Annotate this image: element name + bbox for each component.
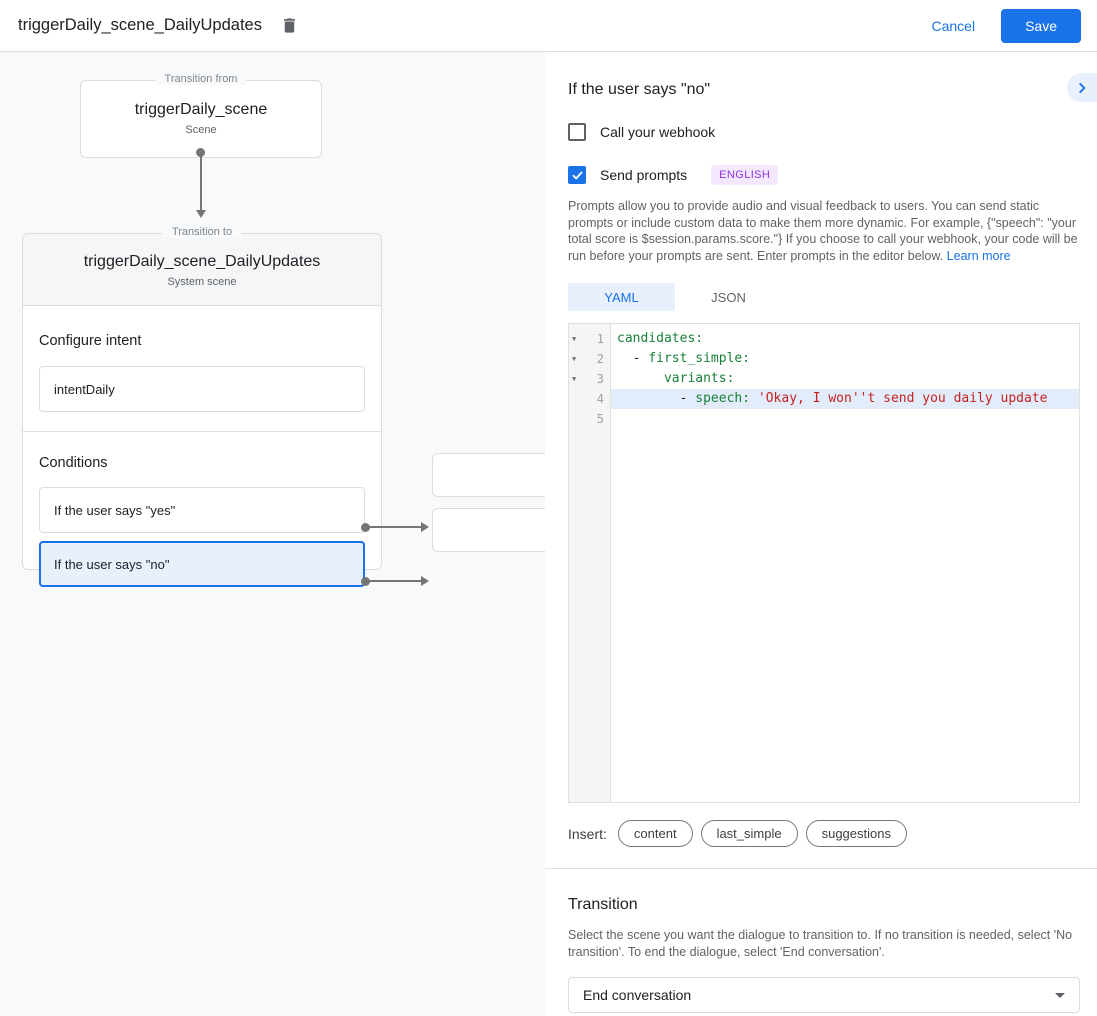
save-button[interactable]: Save <box>1001 8 1081 43</box>
transition-to-legend: Transition to <box>162 226 242 238</box>
call-webhook-checkbox[interactable] <box>568 123 586 141</box>
panel-title: If the user says "no" <box>568 81 711 98</box>
learn-more-link[interactable]: Learn more <box>946 248 1011 263</box>
language-badge: ENGLISH <box>711 165 779 185</box>
transition-from-card[interactable]: Transition from triggerDaily_scene Scene <box>80 73 322 158</box>
condition-yes-connector-line <box>366 526 422 528</box>
panel-section-divider <box>545 868 1097 869</box>
cancel-button[interactable]: Cancel <box>931 17 976 34</box>
gutter-line: 5 <box>569 409 610 429</box>
insert-chip-suggestions[interactable]: suggestions <box>805 820 907 847</box>
conditions-label: Conditions <box>39 455 108 471</box>
fold-toggle-icon[interactable]: ▼ <box>572 335 577 343</box>
collapse-panel-button[interactable] <box>1067 73 1097 102</box>
chevron-right-icon <box>1079 82 1086 93</box>
editor-line[interactable]: - first_simple: <box>617 351 751 366</box>
from-scene-type: Scene <box>185 124 217 136</box>
send-prompts-label: Send prompts <box>600 167 688 183</box>
transition-select[interactable]: End conversation <box>568 977 1080 1013</box>
conditions-list: If the user says "yes" If the user says "… <box>39 487 365 587</box>
editor-code-area[interactable]: candidates: - first_simple: variants: - … <box>611 324 1079 802</box>
editor-line[interactable]: - speech: 'Okay, I won''t send you daily… <box>611 389 1079 409</box>
to-scene-type: System scene <box>167 276 237 288</box>
to-scene-name: triggerDaily_scene_DailyUpdates <box>83 253 321 270</box>
prompts-description-text: Prompts allow you to provide audio and v… <box>568 199 1078 263</box>
delete-scene-button[interactable] <box>278 14 302 38</box>
condition-item[interactable]: If the user says "no" <box>39 541 365 587</box>
prompts-description: Prompts allow you to provide audio and v… <box>568 198 1080 264</box>
webhook-row: Call your webhook <box>568 123 1080 141</box>
tab-json[interactable]: JSON <box>675 283 782 311</box>
conditions-section: Conditions If the user says "yes"If the … <box>23 455 381 587</box>
transition-selected-value: End conversation <box>583 987 692 1003</box>
transition-from-legend: Transition from <box>155 73 247 85</box>
topbar: triggerDaily_scene_DailyUpdates Cancel S… <box>0 0 1097 52</box>
to-card-header: triggerDaily_scene_DailyUpdates System s… <box>23 234 381 306</box>
trash-icon <box>284 18 296 33</box>
tab-yaml[interactable]: YAML <box>568 283 675 311</box>
gutter-line: ▼3 <box>569 369 610 389</box>
condition-item[interactable]: If the user says "yes" <box>39 487 365 533</box>
from-scene-name: triggerDaily_scene <box>134 101 268 118</box>
condition-yes-connector-dot <box>361 523 370 532</box>
line-number: 5 <box>596 412 604 426</box>
editor-line[interactable]: variants: <box>663 371 735 386</box>
line-number: 4 <box>596 392 604 406</box>
configure-intent-label: Configure intent <box>39 333 142 349</box>
send-prompts-row: Send prompts ENGLISH <box>568 165 1080 185</box>
intent-item[interactable]: intentDaily <box>39 366 365 412</box>
gutter-line: 4 <box>569 389 610 409</box>
checkmark-icon <box>572 171 582 179</box>
condition-no-connector-dot <box>361 577 370 586</box>
condition-yes-arrowhead <box>421 522 429 532</box>
editor-line[interactable] <box>611 409 1079 429</box>
flow-canvas: Transition from triggerDaily_scene Scene… <box>0 52 545 1016</box>
page-title: triggerDaily_scene_DailyUpdates <box>18 16 262 34</box>
line-number: 3 <box>596 372 604 386</box>
insert-chips: content last_simple suggestions <box>617 820 915 847</box>
target-scene-node[interactable] <box>432 453 545 497</box>
line-number: 1 <box>596 332 604 346</box>
topbar-left: triggerDaily_scene_DailyUpdates <box>18 14 302 38</box>
topbar-actions: Cancel Save <box>931 8 1081 43</box>
condition-detail-panel: If the user says "no" Call your webhook … <box>545 52 1097 1016</box>
send-prompts-checkbox[interactable] <box>568 166 586 184</box>
insert-chip-last_simple[interactable]: last_simple <box>700 820 798 847</box>
transition-description: Select the scene you want the dialogue t… <box>568 928 1073 959</box>
fold-toggle-icon[interactable]: ▼ <box>572 375 577 383</box>
transition-section-title: Transition <box>568 896 638 913</box>
call-webhook-label: Call your webhook <box>600 124 716 140</box>
intent-section: Configure intent intentDaily <box>23 333 381 412</box>
condition-no-arrowhead <box>421 576 429 586</box>
gutter-line: ▼1 <box>569 329 610 349</box>
editor-line[interactable]: candidates: <box>617 331 704 346</box>
transition-to-card: Transition to triggerDaily_scene_DailyUp… <box>22 226 382 587</box>
insert-row: Insert: content last_simple suggestions <box>568 820 1080 847</box>
line-number: 2 <box>596 352 604 366</box>
gutter-line: ▼2 <box>569 349 610 369</box>
connector-arrowhead-down <box>196 210 206 218</box>
connector-line-vertical <box>200 152 202 212</box>
target-scene-node[interactable] <box>432 508 545 552</box>
condition-no-connector-line <box>366 580 422 582</box>
fold-toggle-icon[interactable]: ▼ <box>572 355 577 363</box>
card-divider <box>23 431 381 432</box>
main-area: Transition from triggerDaily_scene Scene… <box>0 52 1097 1016</box>
insert-chip-content[interactable]: content <box>617 820 693 847</box>
insert-label: Insert: <box>568 825 607 842</box>
dropdown-caret-icon <box>1055 992 1065 998</box>
